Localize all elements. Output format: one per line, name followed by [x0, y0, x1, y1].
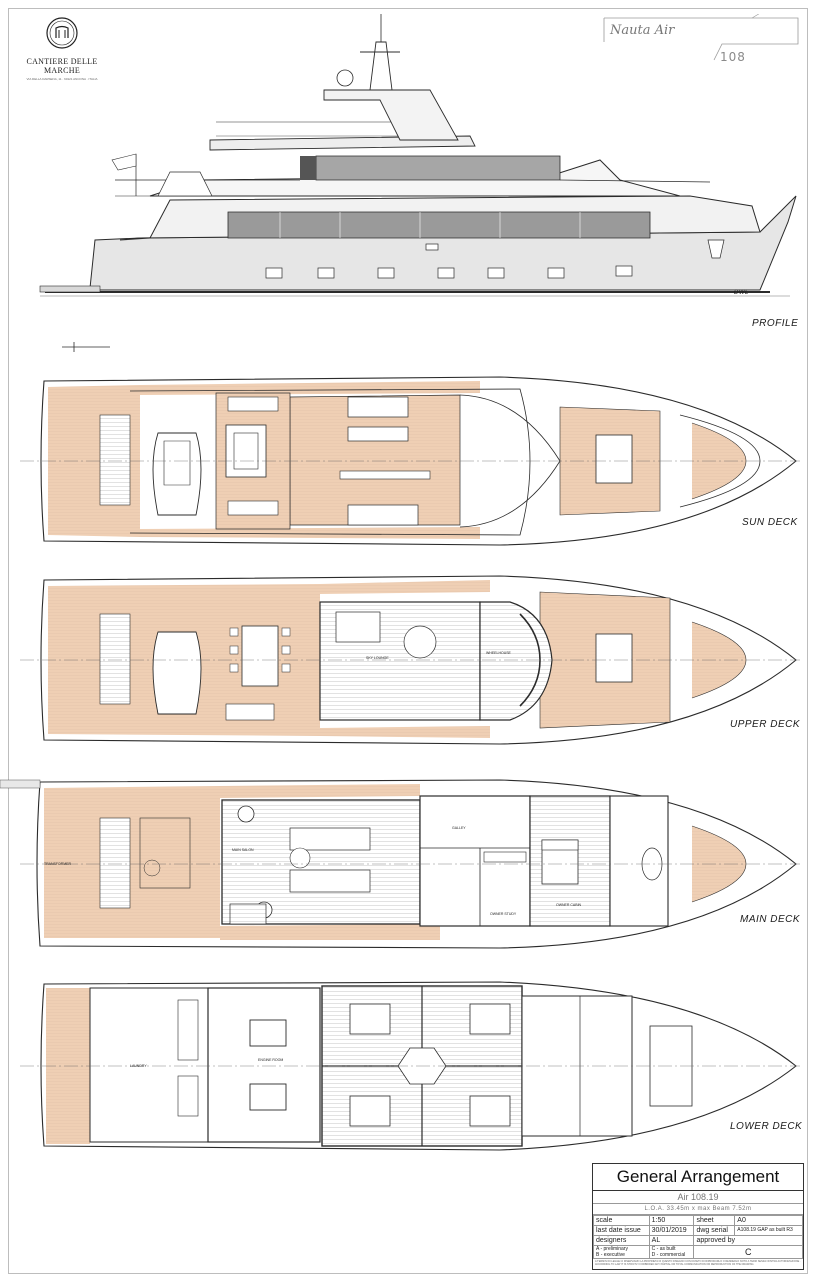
upper-deck-label: UPPER DECK [730, 719, 801, 730]
title-block-title: General Arrangement [593, 1164, 803, 1191]
room-label-laundry: LAUNDRY [130, 1064, 147, 1068]
room-label-transformer: TRANSFORMER [44, 862, 72, 866]
legend-d: D - commercial [651, 1252, 686, 1258]
model-script-name: Nauta Air [610, 23, 675, 38]
room-label-owner-study: OWNER STUDY [490, 912, 517, 916]
builder-logo-block: CANTIERE DELLE MARCHE VIA DELLA DARSENA,… [12, 16, 112, 81]
model-badge-outline [603, 14, 799, 61]
scale-label: scale [593, 1215, 650, 1226]
upper-deck-plan [20, 575, 800, 745]
builder-name: CANTIERE DELLE MARCHE [26, 57, 98, 75]
revision-value: C [693, 1245, 803, 1259]
builder-address: VIA DELLA DARSENA, 11 · 60121 ANCONA · I… [26, 77, 98, 81]
profile-hull [44, 195, 797, 291]
copyright-note: A TERMINI DI LEGGE CI RISERVIAMO LA PROP… [595, 1260, 801, 1266]
sun-deck-label: SUN DECK [742, 517, 798, 528]
title-block: General Arrangement Air 108.19 L.O.A. 33… [592, 1163, 804, 1270]
scale-value: 1:50 [648, 1215, 695, 1226]
model-badge: Nauta Air 108 [602, 14, 802, 64]
legend-b: B - executive [596, 1252, 625, 1258]
profile-mast [323, 89, 459, 141]
designers-label: designers [593, 1235, 650, 1246]
main-deck-plan [0, 779, 800, 949]
designers-value: AL [648, 1235, 695, 1246]
legend-c: C - as built [651, 1246, 676, 1252]
builder-logo-icon [46, 17, 78, 49]
room-label-wheelhouse: WHEELHOUSE [486, 651, 511, 655]
dwg-serial-value: A108.19 GAP as built R3 [734, 1225, 803, 1236]
approved-label: approved by [693, 1235, 803, 1246]
profile-view [39, 14, 797, 297]
legend-a: A - preliminary [596, 1246, 628, 1252]
last-issue-label: last date issue [593, 1225, 650, 1236]
title-block-table: scale 1:50 sheet A0 last date issue 30/0… [593, 1215, 803, 1259]
last-issue-value: 30/01/2019 [648, 1225, 695, 1236]
sheet-label: sheet [693, 1215, 736, 1226]
room-label-sky-lounge: SKY LOUNGE [366, 656, 389, 660]
room-label-engine-room: ENGINE ROOM [258, 1058, 284, 1062]
title-block-dimensions: L.O.A. 33.45m x max Beam 7.52m [593, 1204, 803, 1215]
room-label-main-salon: MAIN SALON [232, 848, 254, 852]
model-number: 108 [720, 50, 746, 64]
dwl-label: DWL [734, 290, 749, 296]
drawing-frame [8, 8, 808, 1274]
title-block-model: Air 108.19 [593, 1191, 803, 1204]
lower-deck-plan [20, 981, 800, 1151]
dwg-serial-label: dwg serial [693, 1225, 736, 1236]
lower-deck-label: LOWER DECK [730, 1121, 803, 1132]
sheet-value: A0 [734, 1215, 803, 1226]
main-deck-label: MAIN DECK [740, 914, 801, 925]
sun-deck-plan [20, 376, 800, 546]
room-label-owner-cabin: OWNER CABIN [556, 903, 582, 907]
profile-label: PROFILE [752, 318, 799, 329]
room-label-galley: GALLEY [452, 826, 466, 830]
